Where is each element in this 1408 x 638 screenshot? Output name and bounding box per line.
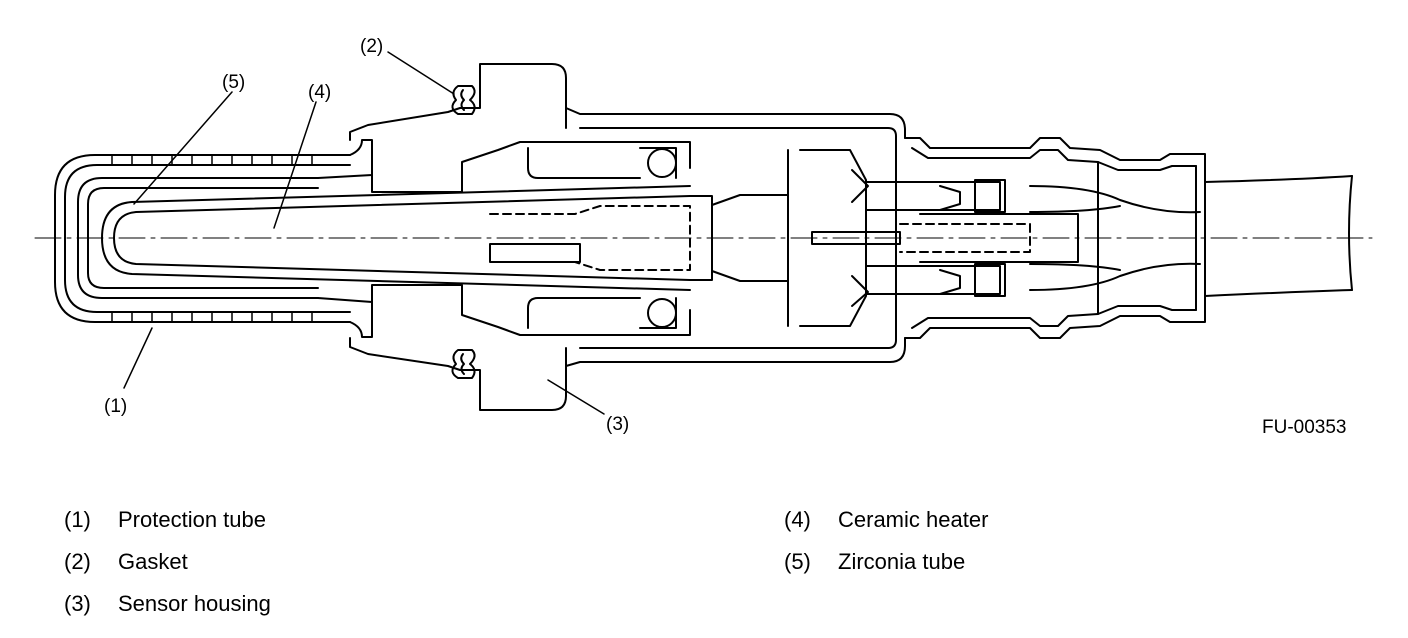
figure-id: FU-00353 [1262,417,1347,438]
terminal-section [711,149,1201,327]
callout-2: (2) [360,36,383,57]
legend-label: Zirconia tube [838,549,966,574]
ceramic-heater [489,195,713,281]
harness-cable [1204,175,1353,297]
sensor-housing [349,63,906,411]
legend-item-1: (1) Protection tube [64,507,266,533]
legend-item-3: (3) Sensor housing [64,591,271,617]
legend-label: Gasket [118,549,188,574]
legend-item-2: (2) Gasket [64,549,188,575]
legend-item-5: (5) Zirconia tube [784,549,965,575]
legend-number: (2) [64,549,91,574]
legend-number: (3) [64,591,91,616]
legend-item-4: (4) Ceramic heater [784,507,988,533]
legend-number: (1) [64,507,91,532]
leader-lines [123,51,605,415]
oxygen-sensor-cross-section: (1) (2) (3) (4) (5) FU-00353 [34,36,1373,438]
legend-label: Sensor housing [118,591,271,616]
callout-3: (3) [606,414,629,435]
legend-label: Protection tube [118,507,266,532]
callout-4: (4) [308,82,331,103]
protection-tube [54,139,373,338]
legend-label: Ceramic heater [838,507,989,532]
legend-number: (5) [784,549,811,574]
legend-number: (4) [784,507,811,532]
gasket [451,85,476,379]
callout-1: (1) [104,396,127,417]
outer-sleeve [904,137,1206,339]
callout-5: (5) [222,72,245,93]
zirconia-tube [101,185,691,291]
